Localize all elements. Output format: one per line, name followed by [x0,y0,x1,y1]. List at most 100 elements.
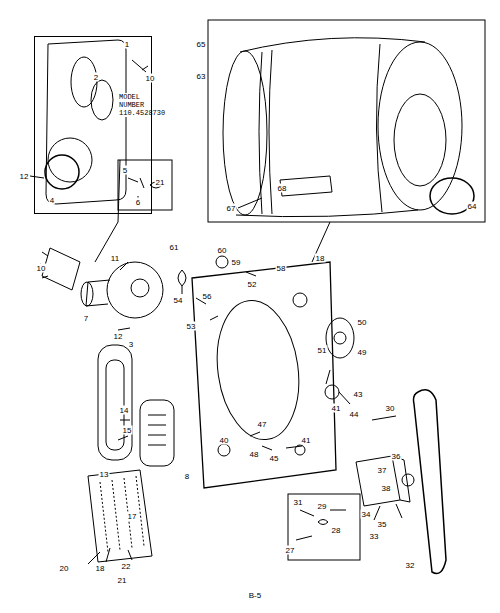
leader-line [95,160,120,262]
callout-number: 35 [377,520,388,529]
callout-number: 48 [249,450,260,459]
callout-number: 32 [405,561,416,570]
seal-ring [45,155,79,189]
callout-number: 63 [196,72,207,81]
callout-number: 52 [247,280,258,289]
callout-number: 3 [128,340,134,349]
drum-band [259,44,382,214]
callout-number: 4 [49,196,55,205]
callout-number: 27 [285,546,296,555]
door-opening [48,138,92,182]
callout-number: 38 [381,484,392,493]
callout-number: 59 [231,258,242,267]
callout-number: 21 [155,178,166,187]
callout-number: 61 [169,243,180,252]
callout-number: 12 [113,332,124,341]
heater-coil [100,476,144,552]
callout-number: 1 [124,40,130,49]
blower-outlet [81,282,93,306]
callout-number: 29 [317,502,328,511]
callout-number: 36 [391,452,402,461]
callout-number: 60 [217,246,228,255]
bearing-plate [326,318,354,358]
callout-number: 43 [353,390,364,399]
screw [118,262,130,330]
callout-number: 15 [122,426,133,435]
idler-arm [326,370,350,404]
parts-frame [118,160,172,210]
idler [325,385,339,399]
callout-number: 18 [95,564,106,573]
callout-number: 10 [145,74,156,83]
callout-number: 21 [117,576,128,585]
callout-number: 45 [269,454,280,463]
callout-number: 17 [127,512,138,521]
panel-opening [71,57,97,107]
duct-plate [140,400,174,466]
callout-number: 12 [19,172,30,181]
callout-number: 33 [369,532,380,541]
callout-number: 14 [119,406,130,415]
screw [238,198,262,208]
callout-number: 30 [385,404,396,413]
motor [392,456,410,502]
callout-number: 40 [219,436,230,445]
callout-number: 50 [357,318,368,327]
duct [98,345,132,460]
screw [250,432,302,450]
callout-number: 20 [59,564,70,573]
callout-number: 13 [99,470,110,479]
parts-group-frame: MODEL NUMBER 110.4528730 [34,36,152,214]
callout-number: 68 [277,184,288,193]
callout-number: 44 [349,410,360,419]
callout-number: 56 [202,292,213,301]
motor-mount [372,416,402,520]
page-code: B-5 [248,591,262,600]
bulkhead-hole [293,293,307,307]
blower-outlet [86,280,110,306]
callout-number: 11 [110,254,120,263]
callout-number: 10 [36,264,47,273]
bulkhead [192,262,336,488]
blower-housing [107,262,163,318]
callout-number: 41 [301,436,312,445]
callout-number: 51 [317,346,328,355]
callout-number: 49 [357,348,368,357]
drum-frame [208,20,485,222]
motor-pulley [402,474,414,486]
callout-number: 34 [361,510,372,519]
callout-number: 64 [467,202,478,211]
leader-line [312,222,330,262]
idler-parts [296,510,346,540]
callout-number: 7 [83,314,89,323]
callout-number: 53 [186,322,197,331]
bearing [334,332,346,344]
callout-number: 2 [93,73,99,82]
heater [88,470,152,562]
front-panel [46,40,126,204]
callout-number: 22 [121,562,132,571]
drum [236,210,418,217]
screw [30,176,44,178]
callout-number: 54 [173,296,184,305]
callout-number: 8 [184,472,190,481]
belt [414,390,447,574]
motor [356,456,400,506]
model-number: MODEL NUMBER 110.4528730 [119,93,149,117]
callout-number: 28 [331,526,342,535]
callout-number: 67 [226,204,237,213]
bulkhead-opening [209,295,308,445]
lamp [178,270,186,294]
drum-opening [394,94,446,186]
screw [132,60,148,72]
callout-number: 18 [315,254,326,263]
callout-number: 37 [377,466,388,475]
callout-number: 6 [135,198,141,207]
callout-number: 58 [276,264,287,273]
bulkhead-hole [218,444,230,456]
fan-wheel [42,248,80,290]
callout-number: 5 [122,166,128,175]
callout-number: 41 [331,404,342,413]
parts-frame [288,494,360,560]
